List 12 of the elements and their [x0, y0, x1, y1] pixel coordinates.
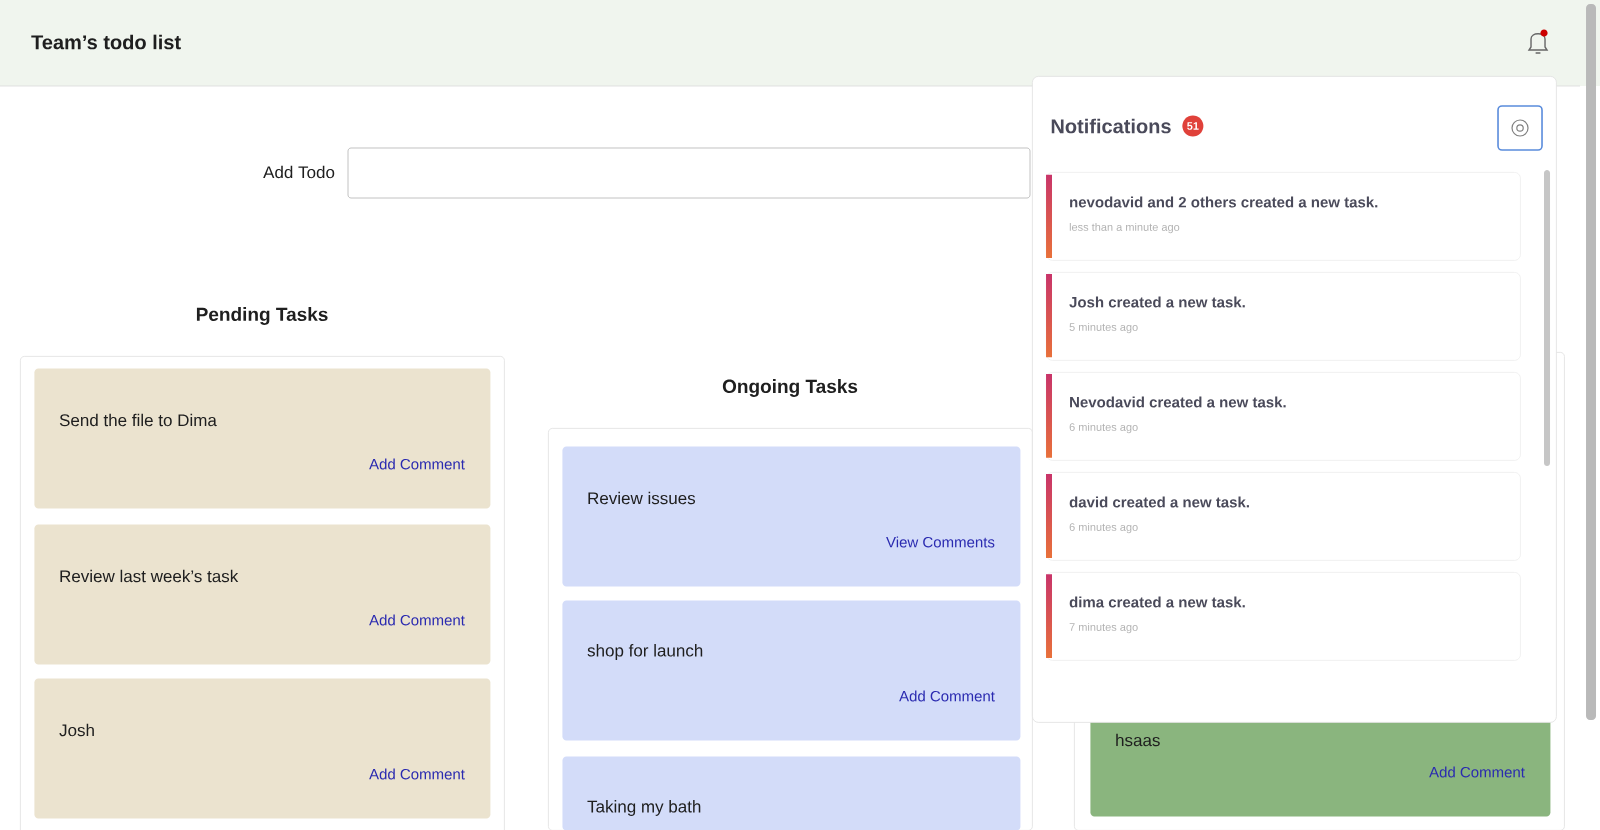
task-text: Review last week’s task — [60, 569, 239, 583]
task-text: Josh — [59, 723, 94, 737]
task-text: shop for launch — [587, 644, 703, 660]
task-text: Send the file to Dima — [59, 413, 217, 427]
task-text: Taking my bath — [587, 800, 701, 816]
column-heading: Pending Tasks — [196, 307, 328, 325]
task-text: hsaas — [1116, 733, 1160, 747]
panel-title: Notifications — [1051, 118, 1171, 134]
column-heading: Ongoing Tasks — [722, 379, 858, 397]
field-label: Add Todo — [263, 165, 335, 179]
task-text: Review issues — [588, 491, 696, 505]
page-title: Team’s todo list — [31, 34, 181, 50]
